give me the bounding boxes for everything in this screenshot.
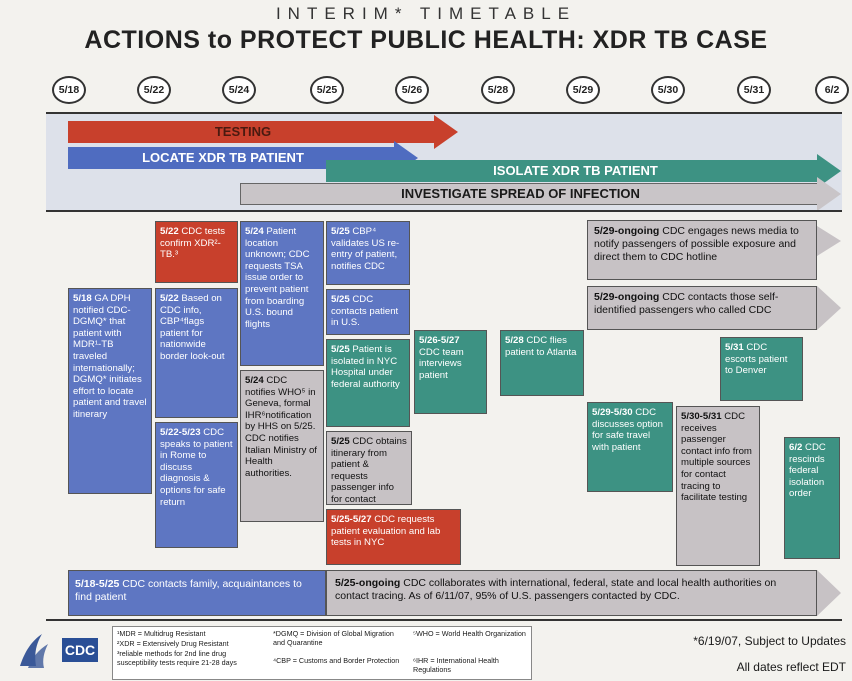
- event-date: 5/24: [245, 375, 264, 386]
- phase-testing-arrow: TESTING: [68, 115, 458, 149]
- event-525-527: 5/25-5/27 CDC requests patient evaluatio…: [326, 509, 461, 565]
- page-title: ACTIONS to PROTECT PUBLIC HEALTH: XDR TB…: [84, 26, 768, 54]
- event-date: 5/22: [160, 226, 179, 237]
- event-528-text: 5/28 CDC flies patient to Atlanta: [505, 335, 577, 358]
- event-529-530: 5/29-5/30 CDC discusses option for safe …: [587, 402, 673, 492]
- event-524-unknown-text: 5/24 Patient location unknown; CDC reque…: [245, 226, 310, 330]
- event-date: 5/29-5/30: [592, 407, 633, 418]
- date-label: 5/18: [52, 76, 86, 104]
- event-date: 5/25-5/27: [331, 514, 372, 525]
- date-label: 5/30: [651, 76, 685, 104]
- supertitle: INTERIM* TIMETABLE: [275, 4, 577, 23]
- ongoing-collab-text: 5/25-ongoing CDC collaborates with inter…: [326, 570, 817, 616]
- date-label: 5/29: [566, 76, 600, 104]
- event-date: 5/25: [331, 436, 350, 447]
- event-531-text: 5/31 CDC escorts patient to Denver: [725, 342, 788, 377]
- event-526-527: 5/26-5/27 CDC team interviews patient: [414, 330, 487, 414]
- event-525-contacts: 5/25 CDC contacts patient in U.S.: [326, 289, 410, 335]
- cdc-logo-text: CDC: [62, 638, 98, 662]
- event-date: 5/24: [245, 226, 264, 237]
- event-522-523: 5/22-5/23 CDC speaks to patient in Rome …: [155, 422, 238, 548]
- legend: ¹MDR = Multidrug Resistant ²XDR = Extens…: [112, 626, 532, 680]
- event-62-text: 6/2 CDC rescinds federal isolation order: [789, 442, 826, 500]
- phase-isolate-label: ISOLATE XDR TB PATIENT: [493, 163, 658, 178]
- event-518-525: 5/18-5/25 CDC contacts family, acquainta…: [68, 570, 326, 616]
- date-label: 5/31: [737, 76, 771, 104]
- divider: [46, 619, 842, 621]
- event-522-based: 5/22 Based on CDC info, CBP⁴flags patien…: [155, 288, 238, 418]
- event-525-itinerary: 5/25 CDC obtains itinerary from patient …: [326, 431, 412, 505]
- event-522-tests-text: 5/22 CDC tests confirm XDR²-TB.³: [160, 226, 226, 261]
- phase-investigate-label: INVESTIGATE SPREAD OF INFECTION: [401, 186, 640, 201]
- event-530-531: 5/30-5/31 CDC receives passenger contact…: [676, 406, 760, 566]
- event-531: 5/31 CDC escorts patient to Denver: [720, 337, 803, 401]
- event-525-isolated-text: 5/25 Patient is isolated in NYC Hospital…: [331, 344, 400, 390]
- legend-item: ⁵WHO = World Health Organization: [413, 629, 526, 638]
- event-530-531-text: 5/30-5/31 CDC receives passenger contact…: [681, 411, 752, 504]
- date-label: 5/24: [222, 76, 256, 104]
- event-date: 5/22-5/23: [160, 427, 201, 438]
- event-date: 5/25: [331, 344, 350, 355]
- date-axis: 5/18 5/22 5/24 5/25 5/26 5/28 5/29 5/30 …: [0, 0, 852, 110]
- date-label: 5/28: [481, 76, 515, 104]
- date-label: 5/22: [137, 76, 171, 104]
- event-date: 5/25: [331, 226, 350, 237]
- event-date: 5/26-5/27: [419, 335, 460, 346]
- event-525-contacts-text: 5/25 CDC contacts patient in U.S.: [331, 294, 399, 329]
- legend-item: ⁴CBP = Customs and Border Protection: [273, 656, 400, 665]
- event-date: 5/22: [160, 293, 179, 304]
- phase-isolate-arrow: ISOLATE XDR TB PATIENT: [326, 154, 841, 188]
- event-date: 5/30-5/31: [681, 411, 722, 422]
- event-524-who-text: 5/24 CDC notifies WHO⁵ in Geneva, formal…: [245, 375, 317, 479]
- event-525-itinerary-text: 5/25 CDC obtains itinerary from patient …: [331, 436, 407, 505]
- legend-item: ¹MDR = Multidrug Resistant: [117, 629, 206, 638]
- event-62: 6/2 CDC rescinds federal isolation order: [784, 437, 840, 559]
- legend-item: ³reliable methods for 2nd line drug susc…: [117, 649, 237, 667]
- event-522-based-text: 5/22 Based on CDC info, CBP⁴flags patien…: [160, 293, 225, 362]
- date-label: 5/25: [310, 76, 344, 104]
- subject-note: *6/19/07, Subject to Updates: [693, 634, 846, 648]
- event-date: 6/2: [789, 442, 803, 453]
- phase-testing-label: TESTING: [214, 124, 272, 139]
- edt-note: All dates reflect EDT: [736, 660, 846, 674]
- event-525-isolated: 5/25 Patient is isolated in NYC Hospital…: [326, 339, 410, 427]
- event-525-527-text: 5/25-5/27 CDC requests patient evaluatio…: [331, 514, 441, 549]
- legend-item: *DGMQ = Division of Global Migration and…: [273, 629, 394, 647]
- phase-locate-label: LOCATE XDR TB PATIENT: [142, 150, 304, 165]
- event-528: 5/28 CDC flies patient to Atlanta: [500, 330, 584, 396]
- date-label: 6/2: [815, 76, 849, 104]
- ongoing-media-text: 5/29-ongoing CDC engages news media to n…: [587, 220, 817, 280]
- divider: [46, 210, 842, 212]
- ongoing-contacts-arrow: 5/29-ongoing CDC contacts those self-ide…: [587, 286, 841, 330]
- event-525-cbp-text: 5/25 CBP⁴ validates US re-entry of patie…: [331, 226, 400, 272]
- hhs-eagle-icon: [20, 634, 48, 668]
- event-524-unknown: 5/24 Patient location unknown; CDC reque…: [240, 221, 324, 366]
- legend-item: ⁶IHR = International Health Regulations: [413, 656, 499, 674]
- event-date: 5/28: [505, 335, 524, 346]
- event-526-527-text: 5/26-5/27 CDC team interviews patient: [419, 335, 464, 381]
- cdc-logo: CDC: [14, 628, 104, 674]
- legend-item: ²XDR = Extensively Drug Resistant: [117, 639, 229, 648]
- ongoing-contacts-text: 5/29-ongoing CDC contacts those self-ide…: [587, 286, 817, 330]
- event-date: 5/18: [73, 293, 92, 304]
- ongoing-collab-arrow: 5/25-ongoing CDC collaborates with inter…: [326, 570, 841, 616]
- date-label: 5/26: [395, 76, 429, 104]
- event-date: 5/29-ongoing: [594, 291, 660, 303]
- event-date: 5/25-ongoing: [335, 577, 401, 589]
- event-529-530-text: 5/29-5/30 CDC discusses option for safe …: [592, 407, 663, 453]
- event-date: 5/25: [331, 294, 350, 305]
- event-525-cbp: 5/25 CBP⁴ validates US re-entry of patie…: [326, 221, 410, 285]
- ongoing-media-arrow: 5/29-ongoing CDC engages news media to n…: [587, 220, 841, 280]
- event-518-525-text: 5/18-5/25 CDC contacts family, acquainta…: [75, 578, 302, 603]
- event-524-who: 5/24 CDC notifies WHO⁵ in Geneva, formal…: [240, 370, 324, 522]
- event-522-tests: 5/22 CDC tests confirm XDR²-TB.³: [155, 221, 238, 283]
- event-518: 5/18 GA DPH notified CDC-DGMQ* that pati…: [68, 288, 152, 494]
- phase-investigate-arrow: INVESTIGATE SPREAD OF INFECTION: [240, 177, 841, 211]
- event-date: 5/31: [725, 342, 744, 353]
- event-date: 5/29-ongoing: [594, 225, 660, 237]
- event-date: 5/18-5/25: [75, 578, 120, 590]
- event-518-text: 5/18 GA DPH notified CDC-DGMQ* that pati…: [73, 293, 147, 420]
- event-522-523-text: 5/22-5/23 CDC speaks to patient in Rome …: [160, 427, 233, 508]
